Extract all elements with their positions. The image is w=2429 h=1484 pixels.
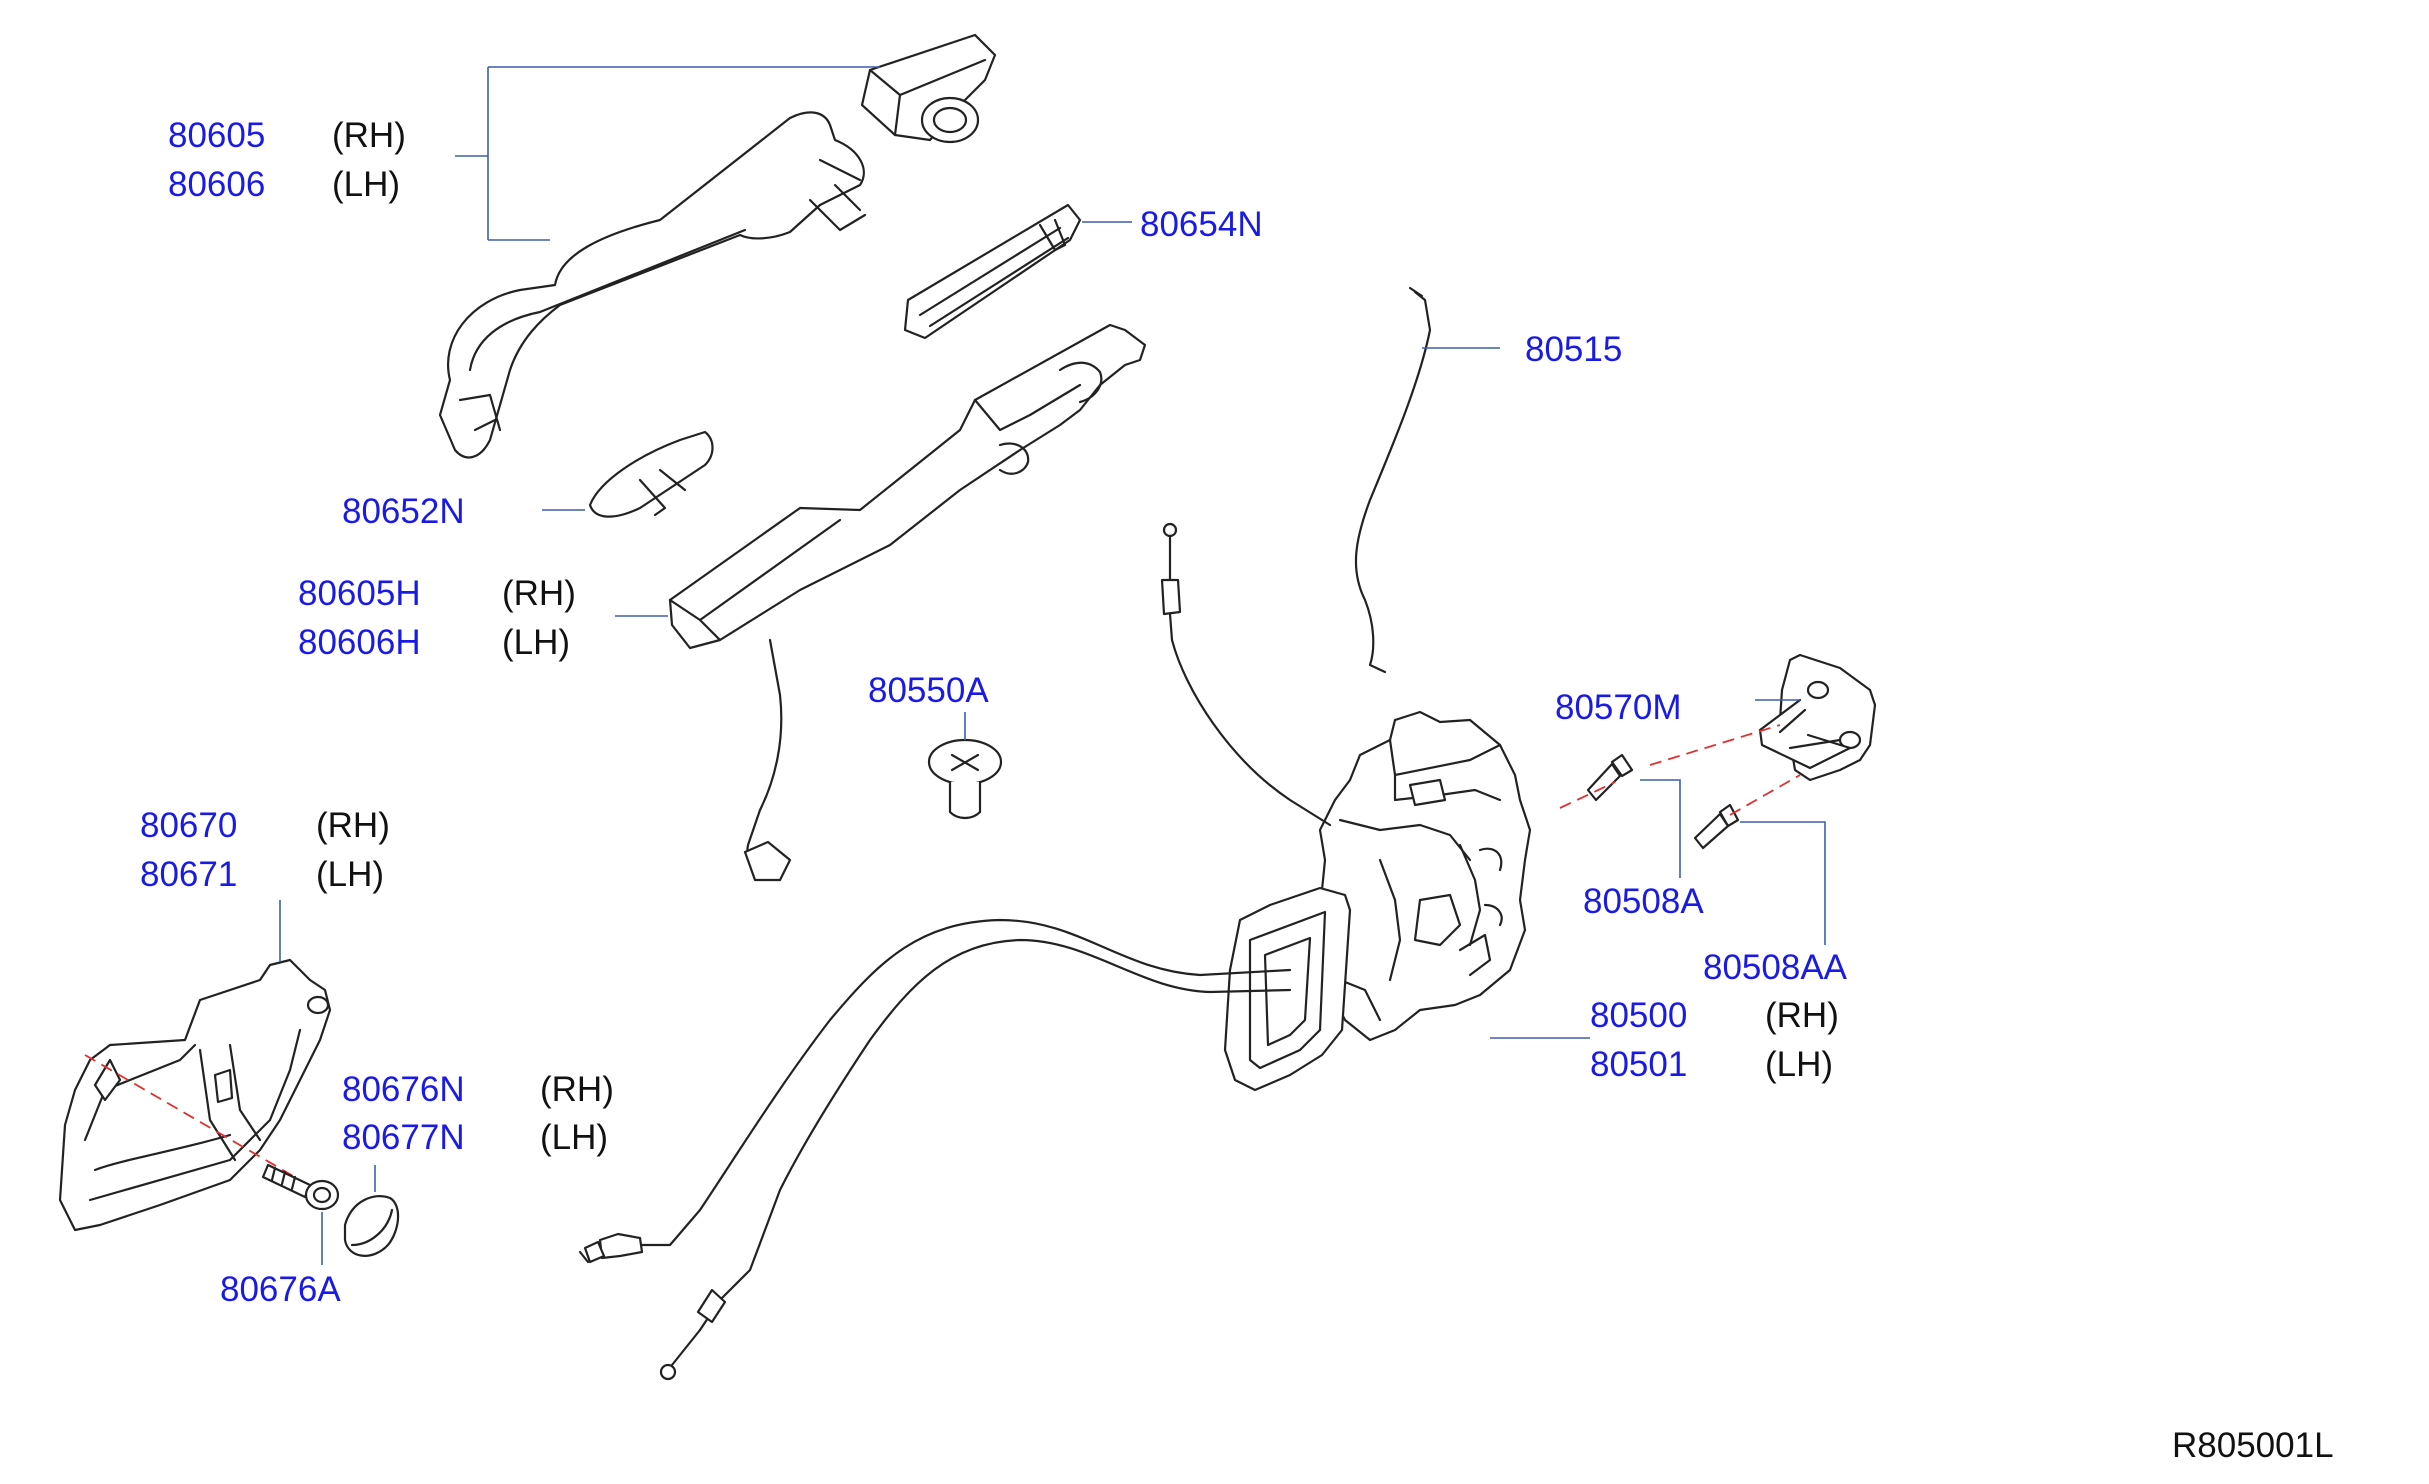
callout-80671[interactable]: 80671: [140, 855, 238, 894]
inside-handle-drawing: [58, 958, 332, 1232]
callout-80670[interactable]: 80670: [140, 806, 238, 845]
callout-80508a[interactable]: 80508A: [1583, 882, 1704, 921]
striker-axis-2: [1729, 774, 1801, 816]
door-lock-drawing: [1318, 710, 1532, 1042]
callout-80605[interactable]: 80605: [168, 116, 266, 155]
callout-80677n[interactable]: 80677N: [342, 1118, 465, 1157]
callout-80550a[interactable]: 80550A: [868, 671, 989, 710]
diagram-reference-code: R805001L: [2172, 1426, 2334, 1465]
handle-cap-drawing: [343, 1195, 400, 1257]
striker-screw-drawing: [1586, 753, 1634, 802]
striker-drawing: [1758, 653, 1877, 782]
handle-screw-drawing: [261, 1163, 340, 1211]
callout-80501[interactable]: 80501: [1590, 1045, 1688, 1084]
callout-80605h[interactable]: 80605H: [298, 574, 421, 613]
upper-cable-drawing: [1160, 522, 1332, 827]
callout-80676n[interactable]: 80676N: [342, 1070, 465, 1109]
callout-80508aa[interactable]: 80508AA: [1703, 948, 1848, 987]
callout-80654n[interactable]: 80654N: [1140, 205, 1263, 244]
callout-80652n[interactable]: 80652N: [342, 492, 465, 531]
outside-handle-cap-drawing: [860, 33, 997, 144]
side-lh: (LH): [540, 1118, 609, 1157]
callout-80606[interactable]: 80606: [168, 165, 266, 204]
escutcheon-rear-drawing: [903, 203, 1082, 340]
control-rod-drawing: [1354, 286, 1432, 674]
callout-80500[interactable]: 80500: [1590, 996, 1688, 1035]
side-rh: (RH): [540, 1070, 614, 1109]
leader-lines: [279, 66, 1826, 1265]
side-rh: (RH): [1765, 996, 1839, 1035]
striker-axis-1: [1559, 724, 1781, 809]
side-lh: (LH): [332, 165, 401, 204]
outside-handle-drawing: [438, 111, 867, 459]
callout-80606h[interactable]: 80606H: [298, 623, 421, 662]
callout-80570m[interactable]: 80570M: [1555, 688, 1682, 727]
side-rh: (RH): [502, 574, 576, 613]
handle-bracket-drawing: [668, 323, 1147, 882]
callout-80515[interactable]: 80515: [1525, 330, 1623, 369]
side-lh: (LH): [1765, 1045, 1834, 1084]
side-lh: (LH): [316, 855, 385, 894]
side-lh: (LH): [502, 623, 571, 662]
escutcheon-front-drawing: [588, 430, 714, 518]
side-rh: (RH): [316, 806, 390, 845]
striker-screw-2-drawing: [1693, 803, 1740, 850]
lower-cables-drawing: [578, 918, 1292, 1381]
side-rh: (RH): [332, 116, 406, 155]
clip-screw-drawing: [927, 738, 1003, 820]
inside-handle-axis: [84, 1054, 301, 1181]
callout-80676a[interactable]: 80676A: [220, 1270, 341, 1309]
